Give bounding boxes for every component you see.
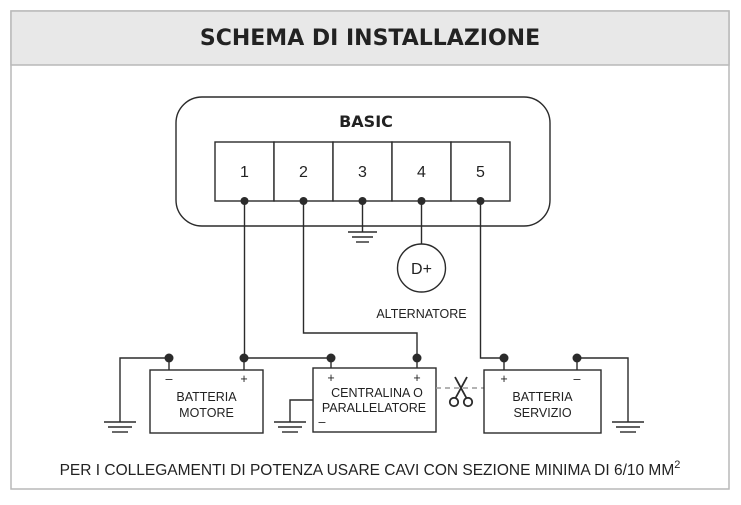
controller-pos-left: + bbox=[327, 371, 334, 385]
wire-terminal-2 bbox=[302, 201, 418, 358]
node-dot bbox=[239, 353, 249, 363]
battery-service bbox=[483, 369, 602, 434]
node-dot bbox=[412, 353, 422, 363]
battery-service-neg-sign: – bbox=[574, 372, 581, 386]
battery-service-label-2: SERVIZIO bbox=[513, 406, 571, 420]
terminal-label-5: 5 bbox=[476, 164, 485, 181]
wire-controller-neg-ground bbox=[289, 399, 313, 422]
wire-service-neg-ground bbox=[577, 357, 629, 422]
battery-engine bbox=[149, 369, 264, 434]
ground-icon bbox=[274, 421, 306, 433]
node-dot bbox=[299, 197, 308, 205]
terminal-block: 1 2 3 4 5 bbox=[214, 141, 511, 202]
node-dots bbox=[164, 197, 582, 363]
controller-pos-right: + bbox=[413, 371, 420, 385]
battery-engine-neg-sign: – bbox=[166, 372, 173, 386]
wire-terminal-5 bbox=[479, 201, 504, 359]
battery-engine-pos-sign: + bbox=[240, 372, 247, 386]
header-band bbox=[10, 10, 730, 66]
controller-box bbox=[312, 367, 437, 433]
alternator-label: ALTERNATORE bbox=[376, 307, 466, 321]
node-dot bbox=[572, 353, 582, 363]
node-dot bbox=[164, 353, 174, 363]
terminal-label-3: 3 bbox=[358, 164, 367, 181]
terminal-1 bbox=[214, 141, 275, 202]
node-dot bbox=[499, 353, 509, 363]
controller-neg-sign: – bbox=[319, 415, 326, 429]
wiring bbox=[119, 201, 629, 422]
terminal-label-1: 1 bbox=[240, 164, 249, 181]
terminal-5 bbox=[450, 141, 511, 202]
alternator-symbol: D+ bbox=[411, 261, 432, 278]
controller-label-1: CENTRALINA O bbox=[331, 386, 423, 400]
ground-icon bbox=[104, 421, 136, 433]
node-dot bbox=[240, 197, 249, 205]
footnote-superscript: 2 bbox=[674, 459, 680, 471]
battery-engine-label-1: BATTERIA bbox=[176, 390, 237, 404]
ground-icon bbox=[612, 421, 644, 433]
controller-label-2: PARALLELATORE bbox=[322, 401, 426, 415]
node-dot bbox=[476, 197, 485, 205]
scissors-icon bbox=[448, 376, 474, 408]
module-name: BASIC bbox=[339, 112, 393, 131]
terminal-label-2: 2 bbox=[299, 164, 308, 181]
battery-engine-label-2: MOTORE bbox=[179, 406, 234, 420]
node-dot bbox=[326, 353, 336, 363]
node-dot bbox=[358, 197, 367, 205]
page-title: SCHEMA DI INSTALLAZIONE bbox=[200, 26, 540, 51]
node-dot bbox=[417, 197, 426, 205]
battery-service-label-1: BATTERIA bbox=[512, 390, 573, 404]
terminal-label-4: 4 bbox=[417, 164, 426, 181]
battery-service-pos-sign: + bbox=[500, 372, 507, 386]
footnote-text: PER I COLLEGAMENTI DI POTENZA USARE CAVI… bbox=[60, 462, 675, 479]
ground-icon bbox=[348, 231, 377, 243]
alternator bbox=[396, 243, 447, 293]
footnote: PER I COLLEGAMENTI DI POTENZA USARE CAVI… bbox=[60, 459, 681, 479]
wire-engine-neg-ground bbox=[119, 357, 169, 422]
